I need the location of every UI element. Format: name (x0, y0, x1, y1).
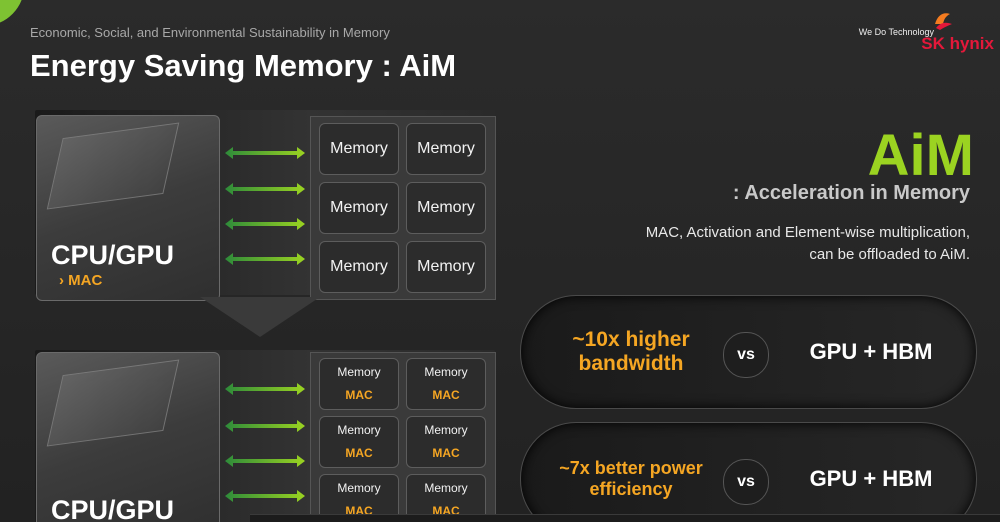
memory-cell: Memory (406, 182, 486, 234)
comparison-bandwidth: ~10x higher bandwidth vs GPU + HBM (520, 295, 977, 409)
bidirectional-arrow-icon (225, 183, 305, 195)
bidirectional-arrow-icon (225, 420, 305, 432)
memory-label: Memory (337, 423, 381, 437)
comparison-power-efficiency: ~7x better power efficiency vs GPU + HBM (520, 422, 977, 522)
top-memory-grid: Memory Memory Memory Memory Memory Memor… (310, 116, 496, 300)
bottom-processor-chip: CPU/GPU (36, 352, 220, 522)
chevron-right-icon: › (59, 272, 64, 289)
mac-unit-label: MAC (345, 388, 373, 402)
sk-butterfly-icon (935, 13, 952, 30)
memory-label: Memory (337, 481, 381, 495)
bidirectional-arrow-icon (225, 383, 305, 395)
bidirectional-arrow-icon (225, 147, 305, 159)
chip-die-graphic (46, 359, 180, 447)
slide-subtitle: Economic, Social, and Environmental Sust… (30, 25, 390, 40)
memory-cell: Memory (319, 123, 399, 175)
memory-cell: Memory (319, 182, 399, 234)
bottom-processor-label: CPU/GPU (51, 495, 175, 522)
aim-heading: AiM (867, 123, 974, 188)
leaf-decoration (0, 0, 32, 27)
vs-badge: vs (723, 332, 769, 378)
aim-subheading: : Acceleration in Memory (732, 182, 970, 204)
mac-unit-label: MAC (432, 446, 460, 460)
sk-hynix-logo: We Do Technology SK hynix (834, 4, 994, 53)
logo-tagline: We Do Technology (858, 27, 934, 37)
memory-cell: Memory (319, 241, 399, 293)
transition-pointer (200, 297, 320, 337)
comparison-baseline: GPU + HBM (809, 339, 933, 364)
comparison-claim: ~10x higher bandwidth (572, 328, 690, 375)
comparison-claim: ~7x better power efficiency (559, 458, 703, 499)
chip-die-graphic (46, 122, 180, 210)
mac-unit-label: MAC (345, 446, 373, 460)
memory-cell: Memory (406, 123, 486, 175)
top-processor-mac: › MAC (59, 272, 102, 289)
mac-label: MAC (68, 272, 103, 289)
vs-badge: vs (723, 459, 769, 505)
memory-label: Memory (337, 365, 381, 379)
slide-title: Energy Saving Memory : AiM (30, 48, 457, 83)
memory-label: Memory (424, 365, 468, 379)
mac-unit-label: MAC (432, 388, 460, 402)
bidirectional-arrow-icon (225, 253, 305, 265)
bidirectional-arrow-icon (225, 218, 305, 230)
bottom-strip (250, 514, 1000, 522)
memory-label: Memory (424, 423, 468, 437)
logo-brand: SK hynix (921, 34, 994, 53)
memory-label: Memory (424, 481, 468, 495)
memory-cell: Memory (406, 241, 486, 293)
top-processor-label: CPU/GPU (51, 240, 175, 270)
bidirectional-arrow-icon (225, 455, 305, 467)
top-processor-chip: CPU/GPU › MAC (36, 115, 220, 301)
bidirectional-arrow-icon (225, 490, 305, 502)
comparison-baseline: GPU + HBM (809, 466, 933, 491)
aim-description: MAC, Activation and Element-wise multipl… (645, 224, 970, 263)
